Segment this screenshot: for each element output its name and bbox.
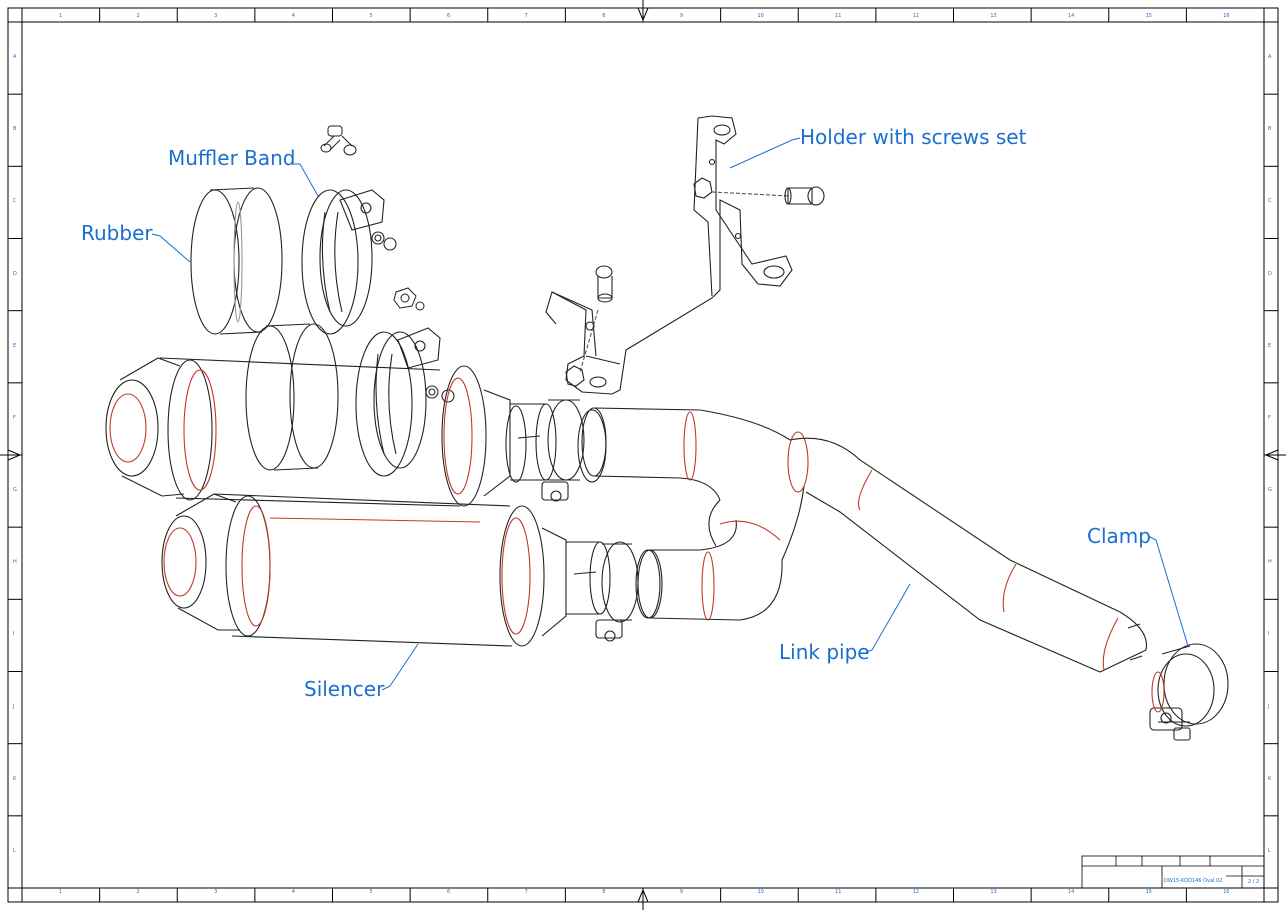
ruler-label-row: J bbox=[1268, 703, 1270, 710]
label-muffler-band: Muffler Band bbox=[168, 146, 296, 170]
title-block-drawing-no: DW15-KDD146 Oval 02 bbox=[1164, 878, 1223, 884]
ruler-label-column: 1 bbox=[58, 889, 62, 895]
silencer-lower bbox=[161, 493, 611, 647]
label-clamp: Clamp bbox=[1087, 524, 1151, 548]
ruler-label-row: H bbox=[1268, 559, 1272, 566]
end-clamp bbox=[1149, 643, 1229, 741]
holder-screws bbox=[565, 177, 825, 387]
ruler-label-column: 4 bbox=[291, 889, 295, 895]
ruler-label-row: G bbox=[13, 487, 17, 494]
silencer-upper bbox=[105, 357, 557, 507]
label-silencer: Silencer bbox=[304, 677, 385, 701]
ruler-label-row: B bbox=[1268, 126, 1272, 133]
ruler-label-column: 16 bbox=[1223, 13, 1230, 19]
ruler-label-row: C bbox=[1268, 198, 1272, 205]
ruler-label-column: 16 bbox=[1223, 889, 1230, 895]
muffler-band-upper bbox=[301, 189, 397, 335]
holder-bracket bbox=[545, 115, 793, 395]
ruler-label-row: F bbox=[13, 414, 16, 421]
ruler-label-column: 2 bbox=[136, 13, 140, 19]
ruler-label-column: 5 bbox=[369, 13, 373, 19]
title-block-sheet: 2 / 2 bbox=[1248, 879, 1260, 885]
ruler-label-column: 12 bbox=[912, 889, 920, 895]
ruler-label-row: A bbox=[1268, 54, 1272, 61]
ruler-label-column: 13 bbox=[990, 889, 997, 895]
ruler-label-column: 5 bbox=[369, 889, 373, 895]
rubber-sleeve-upper bbox=[190, 187, 283, 335]
ruler-label-row: A bbox=[13, 54, 17, 61]
ruler-label-row: D bbox=[13, 270, 17, 277]
ruler-label-row: K bbox=[1268, 775, 1272, 782]
ruler-label-column: 1 bbox=[58, 13, 62, 19]
ruler-label-column: 15 bbox=[1145, 13, 1152, 19]
ruler-label-column: 3 bbox=[214, 889, 218, 895]
muffler-band-lower bbox=[355, 327, 455, 477]
ruler-label-column: 6 bbox=[446, 13, 451, 19]
ruler-label-column: 14 bbox=[1067, 13, 1075, 19]
leader-lines bbox=[151, 137, 1189, 691]
ruler-label-column: 8 bbox=[602, 13, 606, 19]
ruler-label-row: I bbox=[1268, 631, 1270, 638]
ruler-label-row: J bbox=[13, 703, 15, 710]
ruler-label-row: C bbox=[13, 198, 17, 205]
ruler-label-column: 13 bbox=[990, 13, 997, 19]
band-nut bbox=[393, 287, 425, 311]
ruler-label-row: L bbox=[1268, 847, 1271, 854]
ruler-label-column: 14 bbox=[1067, 889, 1075, 895]
ruler-label-row: I bbox=[13, 631, 15, 638]
ruler-label-column: 15 bbox=[1145, 889, 1152, 895]
ruler-label-column: 7 bbox=[524, 889, 528, 895]
ruler-label-row: H bbox=[13, 559, 17, 566]
ruler-label-row: D bbox=[1268, 270, 1272, 277]
title-block bbox=[1081, 855, 1265, 889]
ruler-ticks bbox=[8, 8, 1278, 902]
link-pipe bbox=[581, 407, 1148, 673]
band-screw-top bbox=[320, 125, 357, 156]
ruler-label-column: 10 bbox=[757, 889, 764, 895]
ruler-label-column: 9 bbox=[679, 13, 683, 19]
drawing-frame bbox=[7, 7, 1279, 903]
silencer-clamp-lower bbox=[595, 541, 661, 642]
ruler-label-row: B bbox=[13, 126, 17, 133]
ruler-label-row: F bbox=[1268, 414, 1271, 421]
ruler-label-row: K bbox=[13, 775, 17, 782]
ruler-label-column: 9 bbox=[679, 889, 683, 895]
ruler-label-row: E bbox=[1268, 342, 1272, 349]
ruler-label-row: L bbox=[13, 847, 16, 854]
ruler-label-row: E bbox=[13, 342, 17, 349]
ruler-label-column: 11 bbox=[835, 13, 842, 19]
ruler-label-column: 3 bbox=[214, 13, 218, 19]
ruler-label-column: 4 bbox=[291, 13, 295, 19]
ruler-label-column: 8 bbox=[602, 889, 606, 895]
ruler-label-column: 7 bbox=[524, 13, 528, 19]
ruler-label-column: 2 bbox=[136, 889, 140, 895]
label-link-pipe: Link pipe bbox=[779, 640, 870, 664]
ruler-label-column: 11 bbox=[835, 889, 842, 895]
ruler-label-column: 12 bbox=[912, 13, 920, 19]
ruler-label-row: G bbox=[1268, 487, 1272, 494]
label-holder: Holder with screws set bbox=[800, 125, 1027, 149]
rubber-sleeve-lower bbox=[245, 323, 339, 471]
ruler-label-column: 10 bbox=[757, 13, 764, 19]
ruler-label-column: 6 bbox=[446, 889, 451, 895]
silencer-clamp-upper bbox=[541, 399, 607, 502]
label-rubber: Rubber bbox=[81, 221, 153, 245]
